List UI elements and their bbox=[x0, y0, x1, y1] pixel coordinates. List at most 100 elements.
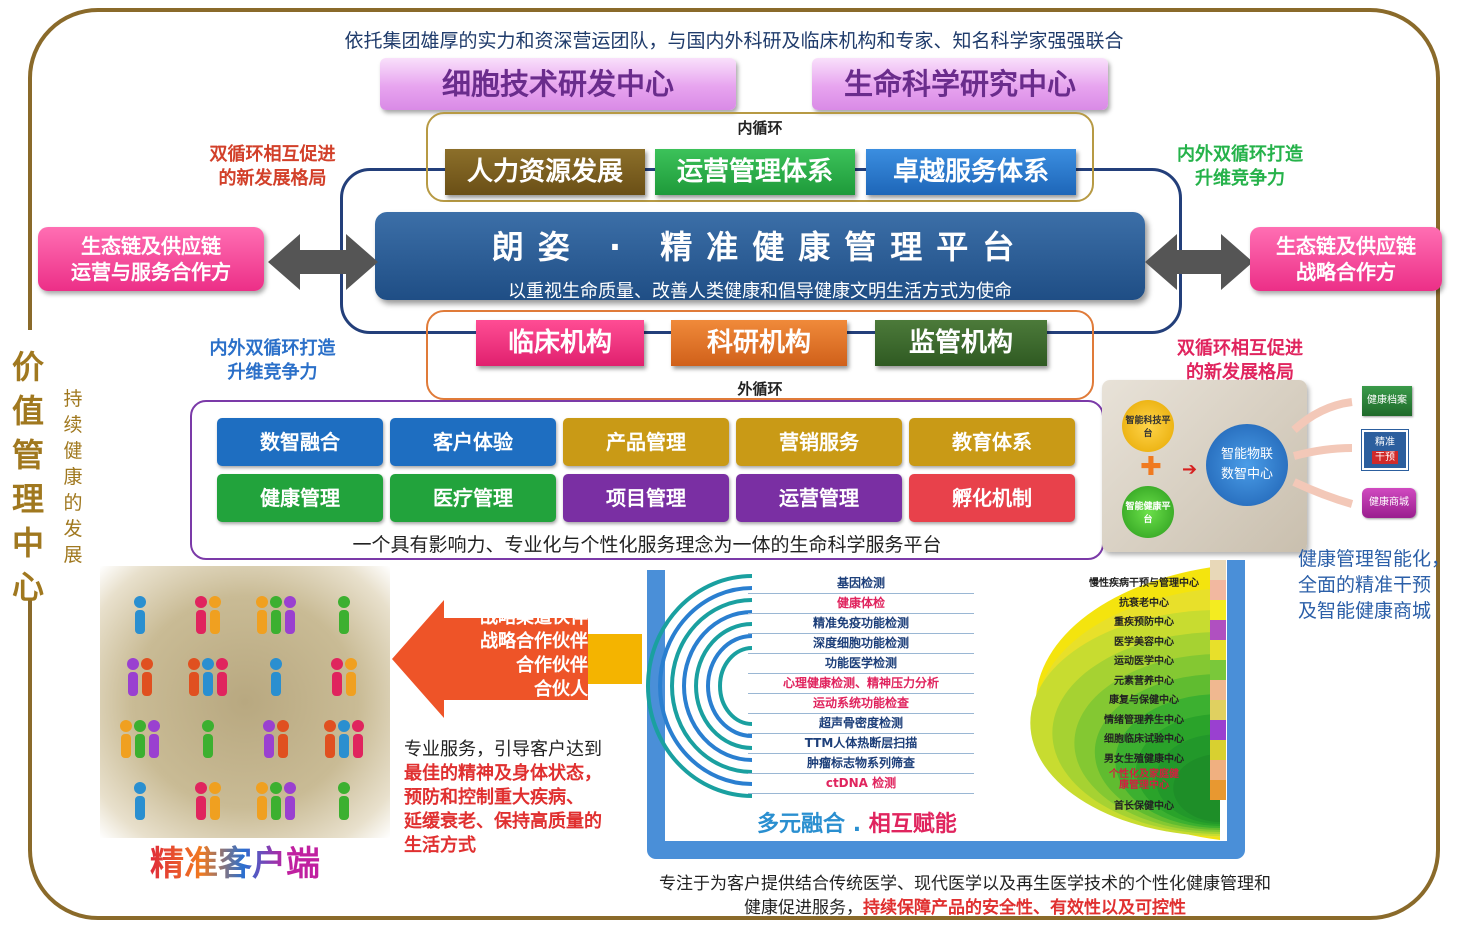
test-item: 心理健康检测、精神压力分析 bbox=[748, 674, 974, 694]
frame-gap bbox=[14, 330, 84, 600]
person-icon bbox=[142, 672, 152, 696]
person-icon bbox=[141, 658, 153, 670]
outer-loop-label: 外循环 bbox=[737, 380, 783, 398]
test-rings bbox=[646, 574, 753, 798]
test-item: 运动系统功能检查 bbox=[748, 694, 974, 714]
service-tile: 产品管理 bbox=[563, 418, 729, 466]
precision-intervention-box: 精准 干预 bbox=[1361, 429, 1409, 471]
person-icon bbox=[285, 796, 295, 820]
center-item: 情绪管理养生中心 bbox=[1104, 714, 1184, 726]
person-icon bbox=[257, 610, 267, 634]
person-icon bbox=[339, 610, 349, 634]
hr-development: 人力资源发展 bbox=[445, 149, 645, 195]
side-note-top-left: 双循环相互促进 的新发展格局 bbox=[190, 143, 355, 191]
person-icon bbox=[134, 596, 146, 608]
eco-right-line2: 战略合作方 bbox=[1296, 260, 1396, 284]
person-icon bbox=[134, 720, 146, 732]
person-icon bbox=[135, 610, 145, 634]
person-icon bbox=[210, 796, 220, 820]
side-note-bottom-right-1: 双循环相互促进 bbox=[1177, 338, 1303, 359]
side-note-bottom-left-1: 内外双循环打造 bbox=[209, 338, 336, 359]
side-note-bottom-right-2: 的新发展格局 bbox=[1186, 362, 1294, 383]
right-description: 健康管理智能化， 全面的精准干预 及智能健康商城 bbox=[1298, 546, 1450, 624]
bottom-1: 专注于为客户提供结合传统医学、现代医学以及再生医学技术的个性化健康管理和 bbox=[659, 874, 1271, 894]
bottom-description: 专注于为客户提供结合传统医学、现代医学以及再生医学技术的个性化健康管理和 健康促… bbox=[500, 872, 1430, 920]
person-icon bbox=[352, 720, 364, 732]
partner-list: 战略渠道伙伴 战略合作伙伴 合作伙伴 合伙人 bbox=[450, 606, 588, 702]
person-icon bbox=[210, 610, 220, 634]
person-icon bbox=[339, 796, 349, 820]
side-note-bottom-right: 双循环相互促进 的新发展格局 bbox=[1160, 337, 1320, 385]
professional-service: 专业服务，引导客户达到 最佳的精神及身体状态， 预防和控制重大疾病、 延缓衰老、… bbox=[404, 738, 602, 858]
eco-left-line1: 生态链及供应链 bbox=[81, 234, 221, 258]
person-icon bbox=[216, 658, 228, 670]
platform-title: 朗姿 · 精准健康管理平台 bbox=[491, 228, 1029, 266]
service-tile: 孵化机制 bbox=[909, 474, 1075, 522]
side-note-top-right: 内外双循环打造 升维竞争力 bbox=[1160, 143, 1320, 191]
multi-a: 多元融合 bbox=[757, 812, 846, 837]
service-tile: 数智融合 bbox=[217, 418, 383, 466]
iot-data-center: 智能物联数智中心 bbox=[1206, 424, 1288, 506]
person-icon bbox=[338, 782, 350, 794]
left-double-arrow bbox=[268, 234, 378, 290]
right-desc-3: 及智能健康商城 bbox=[1298, 600, 1432, 622]
person-icon bbox=[331, 658, 343, 670]
partner-3: 合作伙伴 bbox=[516, 655, 588, 676]
life-science-center: 生命科学研究中心 bbox=[812, 58, 1108, 110]
prof-1: 专业服务，引导客户达到 bbox=[404, 739, 602, 760]
person-icon bbox=[121, 734, 131, 758]
center-list: 慢性疾病干预与管理中心抗衰老中心重疾预防中心医学美容中心运动医学中心元素营养中心… bbox=[1074, 574, 1214, 817]
eco-left-box: 生态链及供应链 运营与服务合作方 bbox=[38, 227, 264, 291]
eco-right-line1: 生态链及供应链 bbox=[1276, 234, 1416, 258]
person-icon bbox=[277, 720, 289, 732]
person-icon bbox=[134, 782, 146, 794]
test-item: 功能医学检测 bbox=[748, 654, 974, 674]
test-item: TTM人体热断层扫描 bbox=[748, 734, 974, 754]
person-icon bbox=[196, 610, 206, 634]
person-icon bbox=[135, 734, 145, 758]
test-item: 肿瘤标志物系列筛查 bbox=[748, 754, 974, 774]
person-icon bbox=[345, 658, 357, 670]
person-icon bbox=[339, 734, 349, 758]
person-icon bbox=[338, 720, 350, 732]
person-icon bbox=[196, 796, 206, 820]
center-item: 慢性疾病干预与管理中心 bbox=[1089, 578, 1199, 589]
person-icon bbox=[189, 672, 199, 696]
multi-fusion: 多元融合 . 相互赋能 bbox=[757, 806, 957, 838]
prof-3: 预防和控制重大疾病、 bbox=[404, 787, 584, 808]
side-note-top-left-2: 的新发展格局 bbox=[218, 168, 327, 189]
smart-tech-platform: 智能科技平台 bbox=[1122, 400, 1174, 452]
person-icon bbox=[271, 672, 281, 696]
person-icon bbox=[264, 734, 274, 758]
center-item: 细胞临床试验中心 bbox=[1104, 734, 1184, 745]
person-icon bbox=[278, 734, 288, 758]
client-title-text: 精准客户端 bbox=[150, 844, 320, 884]
bottom-2a: 健康促进服务， bbox=[744, 898, 863, 918]
prof-4: 延缓衰老、保持高质量的 bbox=[404, 811, 602, 832]
sustainable-development: 持续健康的发展 bbox=[63, 388, 83, 566]
person-icon bbox=[209, 596, 221, 608]
regulatory-institutions: 监管机构 bbox=[875, 320, 1047, 366]
center-item: 个性化及家庭健康管理中心 bbox=[1109, 769, 1179, 791]
test-item: 基因检测 bbox=[748, 574, 974, 594]
person-icon bbox=[271, 610, 281, 634]
person-icon bbox=[257, 796, 267, 820]
service-tile: 运营管理 bbox=[736, 474, 902, 522]
person-icon bbox=[203, 734, 213, 758]
side-note-bottom-left: 内外双循环打造 升维竞争力 bbox=[190, 337, 355, 385]
person-icon bbox=[332, 672, 342, 696]
person-icon bbox=[195, 596, 207, 608]
platform-mission: 以重视生命质量、改善人类健康和倡导健康文明生活方式为使命 bbox=[508, 281, 1012, 302]
person-icon bbox=[285, 610, 295, 634]
prof-5: 生活方式 bbox=[404, 835, 476, 856]
service-tile: 营销服务 bbox=[736, 418, 902, 466]
person-icon bbox=[203, 672, 213, 696]
prof-2: 最佳的精神及身体状态， bbox=[404, 763, 602, 784]
side-note-top-left-1: 双循环相互促进 bbox=[209, 144, 336, 165]
person-icon bbox=[353, 734, 363, 758]
platform-box bbox=[375, 212, 1145, 300]
person-icon bbox=[270, 782, 282, 794]
center-item: 重疾预防中心 bbox=[1114, 617, 1174, 628]
center-item: 首长保健中心 bbox=[1114, 801, 1174, 812]
multi-dot: . bbox=[852, 812, 862, 837]
